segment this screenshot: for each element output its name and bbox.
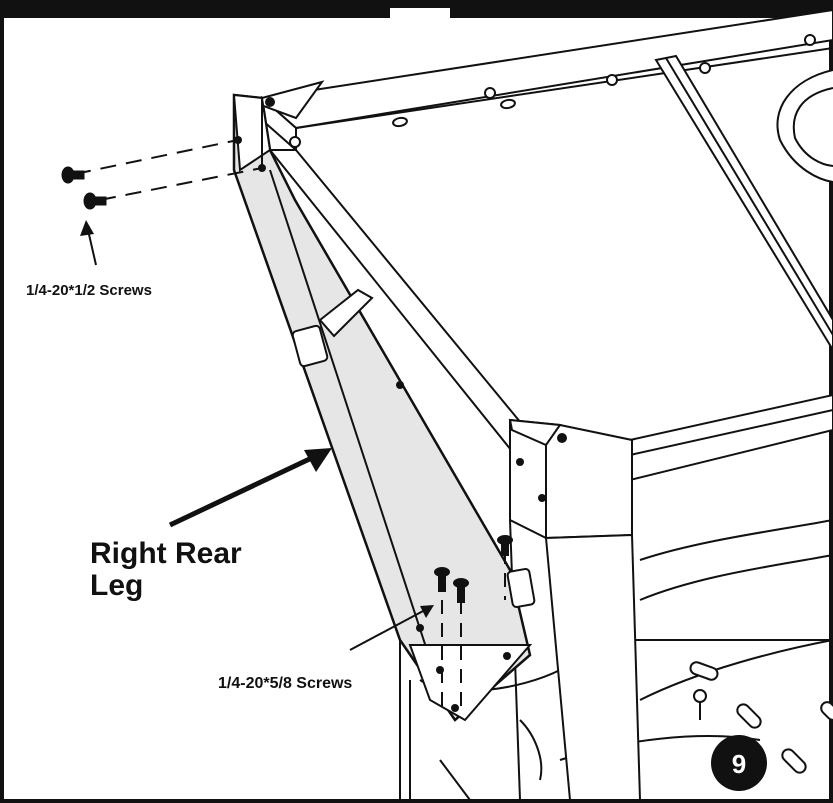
bracket-tab bbox=[506, 567, 536, 609]
leg-details bbox=[232, 80, 533, 722]
leg-holes bbox=[234, 97, 511, 712]
arrow-icon bbox=[168, 448, 332, 528]
arrow-icon bbox=[349, 605, 434, 651]
screw-icon bbox=[453, 578, 469, 603]
step-number: 9 bbox=[732, 749, 746, 779]
base-frame bbox=[399, 640, 543, 801]
label-screws-bottom: 1/4-20*5/8 Screws bbox=[218, 675, 352, 692]
front-post bbox=[508, 418, 642, 801]
screw-icon bbox=[61, 166, 85, 184]
screw-path-bottom bbox=[441, 550, 506, 712]
step-badge: 9 bbox=[711, 735, 767, 791]
top-frame-rail bbox=[259, 8, 833, 153]
post-hole bbox=[516, 458, 524, 466]
label-leg-line2: Leg bbox=[90, 569, 143, 602]
burner-opening bbox=[776, 69, 833, 183]
post-hole bbox=[557, 433, 567, 443]
center-divider bbox=[654, 54, 833, 352]
header-notch bbox=[390, 8, 450, 22]
tray-screw bbox=[693, 689, 707, 720]
label-screws-top: 1/4-20*1/2 Screws bbox=[26, 282, 152, 299]
arrow-icon bbox=[80, 220, 97, 266]
tray-slots bbox=[689, 661, 833, 774]
rail-holes bbox=[289, 34, 816, 148]
screw-path-top bbox=[74, 139, 263, 201]
front-rail bbox=[629, 393, 833, 482]
screw-icon bbox=[497, 535, 513, 556]
post-hole bbox=[538, 494, 546, 502]
screw-icon bbox=[83, 192, 107, 210]
label-leg-line1: Right Rear bbox=[90, 537, 242, 570]
screw-icon bbox=[434, 567, 450, 592]
